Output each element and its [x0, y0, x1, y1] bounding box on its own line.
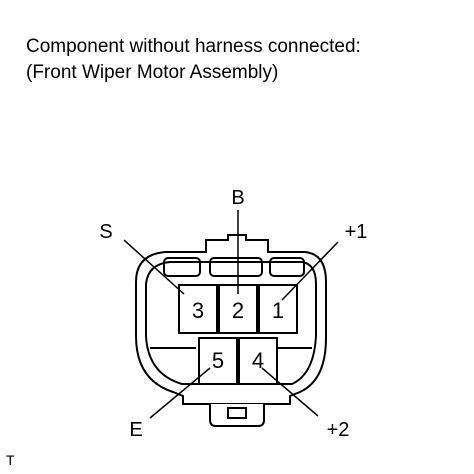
terminal-label-plus2: +2 [327, 419, 350, 441]
leader-line-s [123, 239, 185, 295]
leader-line-plus1 [281, 241, 339, 301]
terminal-label-e: E [129, 419, 142, 441]
pin-number-1: 1 [272, 298, 284, 323]
terminal-label-b: B [231, 187, 244, 209]
caption-line-1: Component without harness connected: [26, 36, 361, 57]
pin-cavity-1 [258, 284, 298, 334]
terminal-label-plus1: +1 [345, 221, 368, 243]
terminal-label-s: S [99, 221, 112, 243]
pin-cavity-3 [178, 284, 218, 334]
leader-line-e [149, 367, 211, 419]
top-tab-right [269, 257, 305, 277]
corner-mark: T [6, 452, 15, 468]
diagram-caption: Component without harness connected: (Fr… [26, 34, 361, 86]
pin-number-3: 3 [192, 298, 204, 323]
pin-number-4: 4 [252, 348, 264, 373]
caption-line-2: (Front Wiper Motor Assembly) [26, 62, 279, 83]
top-tab-center [209, 257, 263, 277]
leader-line-plus2 [261, 367, 319, 417]
pin-number-2: 2 [232, 298, 244, 323]
bottom-latch-window [227, 407, 247, 419]
pin-number-5: 5 [212, 348, 224, 373]
top-tab-left [163, 257, 201, 277]
pin-cavity-5 [198, 337, 238, 385]
